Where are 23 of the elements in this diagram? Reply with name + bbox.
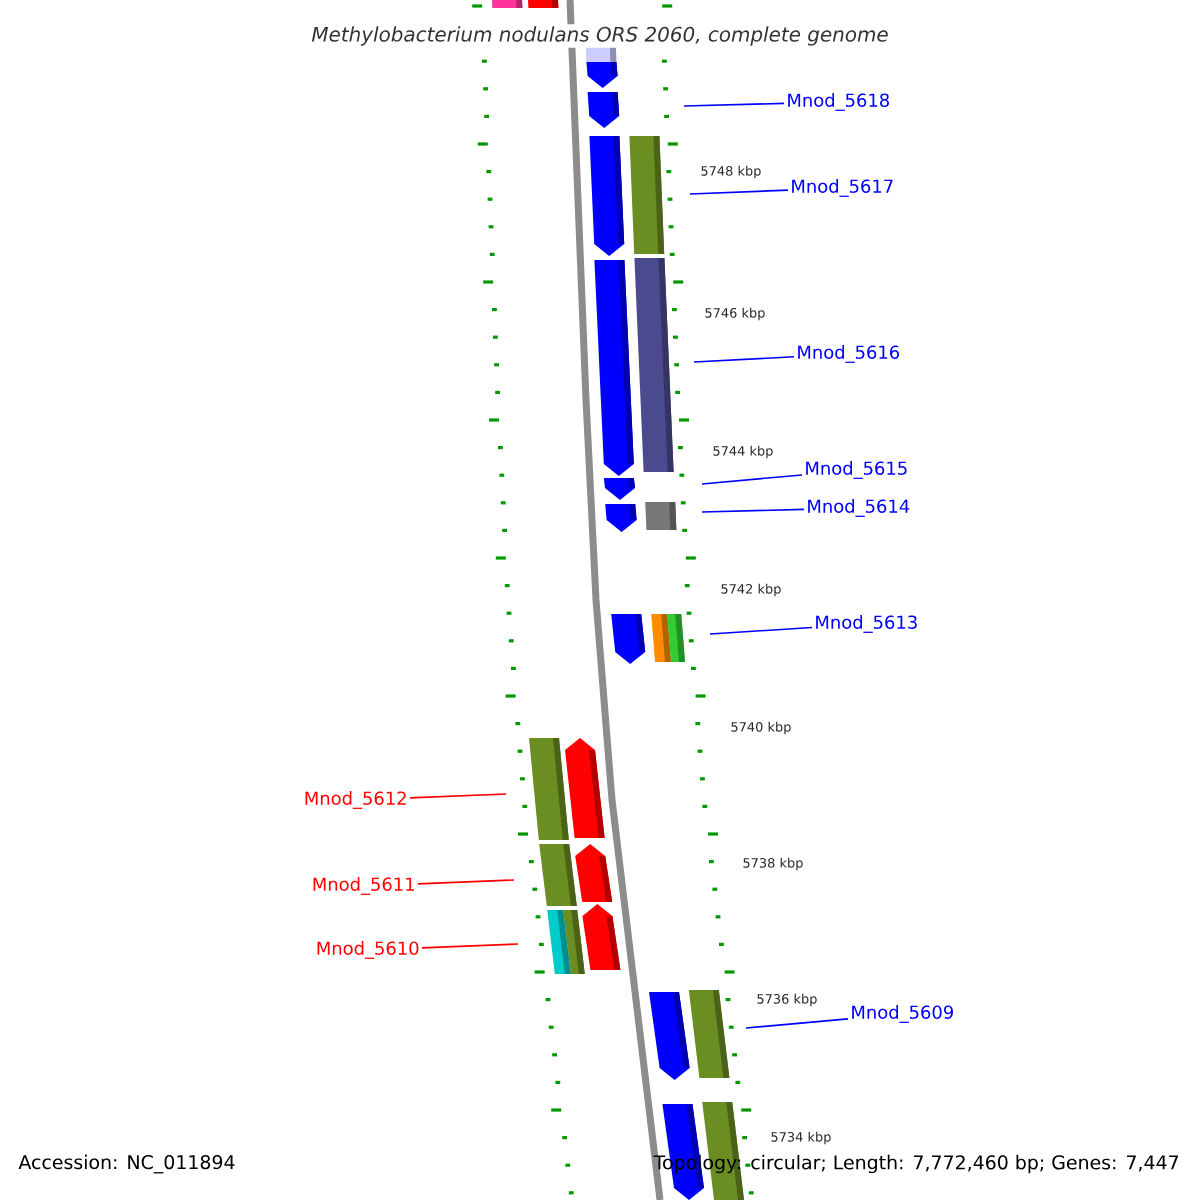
gene-label: Mnod_5616 bbox=[798, 345, 900, 363]
accession-text: Accession: NC_011894 bbox=[18, 1154, 235, 1174]
gene-label: Mnod_5614 bbox=[808, 499, 910, 517]
leader-line bbox=[417, 879, 515, 885]
gene-label: Mnod_5609 bbox=[852, 1005, 953, 1023]
leader-line bbox=[409, 793, 507, 799]
leader-line bbox=[693, 356, 795, 363]
gene-label: Mnod_5610 bbox=[317, 941, 419, 959]
leader-line bbox=[701, 474, 803, 485]
gene-label: Mnod_5617 bbox=[792, 179, 893, 197]
leader-line bbox=[683, 102, 785, 107]
gene-label: Mnod_5611 bbox=[313, 877, 414, 895]
leader-line bbox=[689, 189, 789, 195]
gene-label: Mnod_5613 bbox=[816, 615, 917, 633]
gene-label: Mnod_5615 bbox=[806, 461, 907, 479]
gene-label: Mnod_5618 bbox=[788, 93, 889, 111]
genome-info-text: Topology: circular; Length: 7,772,460 bp; Genes: 7,447 bbox=[653, 1154, 1178, 1174]
leader-line bbox=[701, 508, 805, 513]
genome-title: Methylobacterium nodulans ORS 2060, complete genome bbox=[309, 24, 891, 48]
leader-line bbox=[745, 1018, 849, 1029]
leader-line bbox=[709, 626, 813, 635]
leader-line bbox=[421, 943, 519, 949]
gene-label: Mnod_5612 bbox=[305, 791, 406, 809]
